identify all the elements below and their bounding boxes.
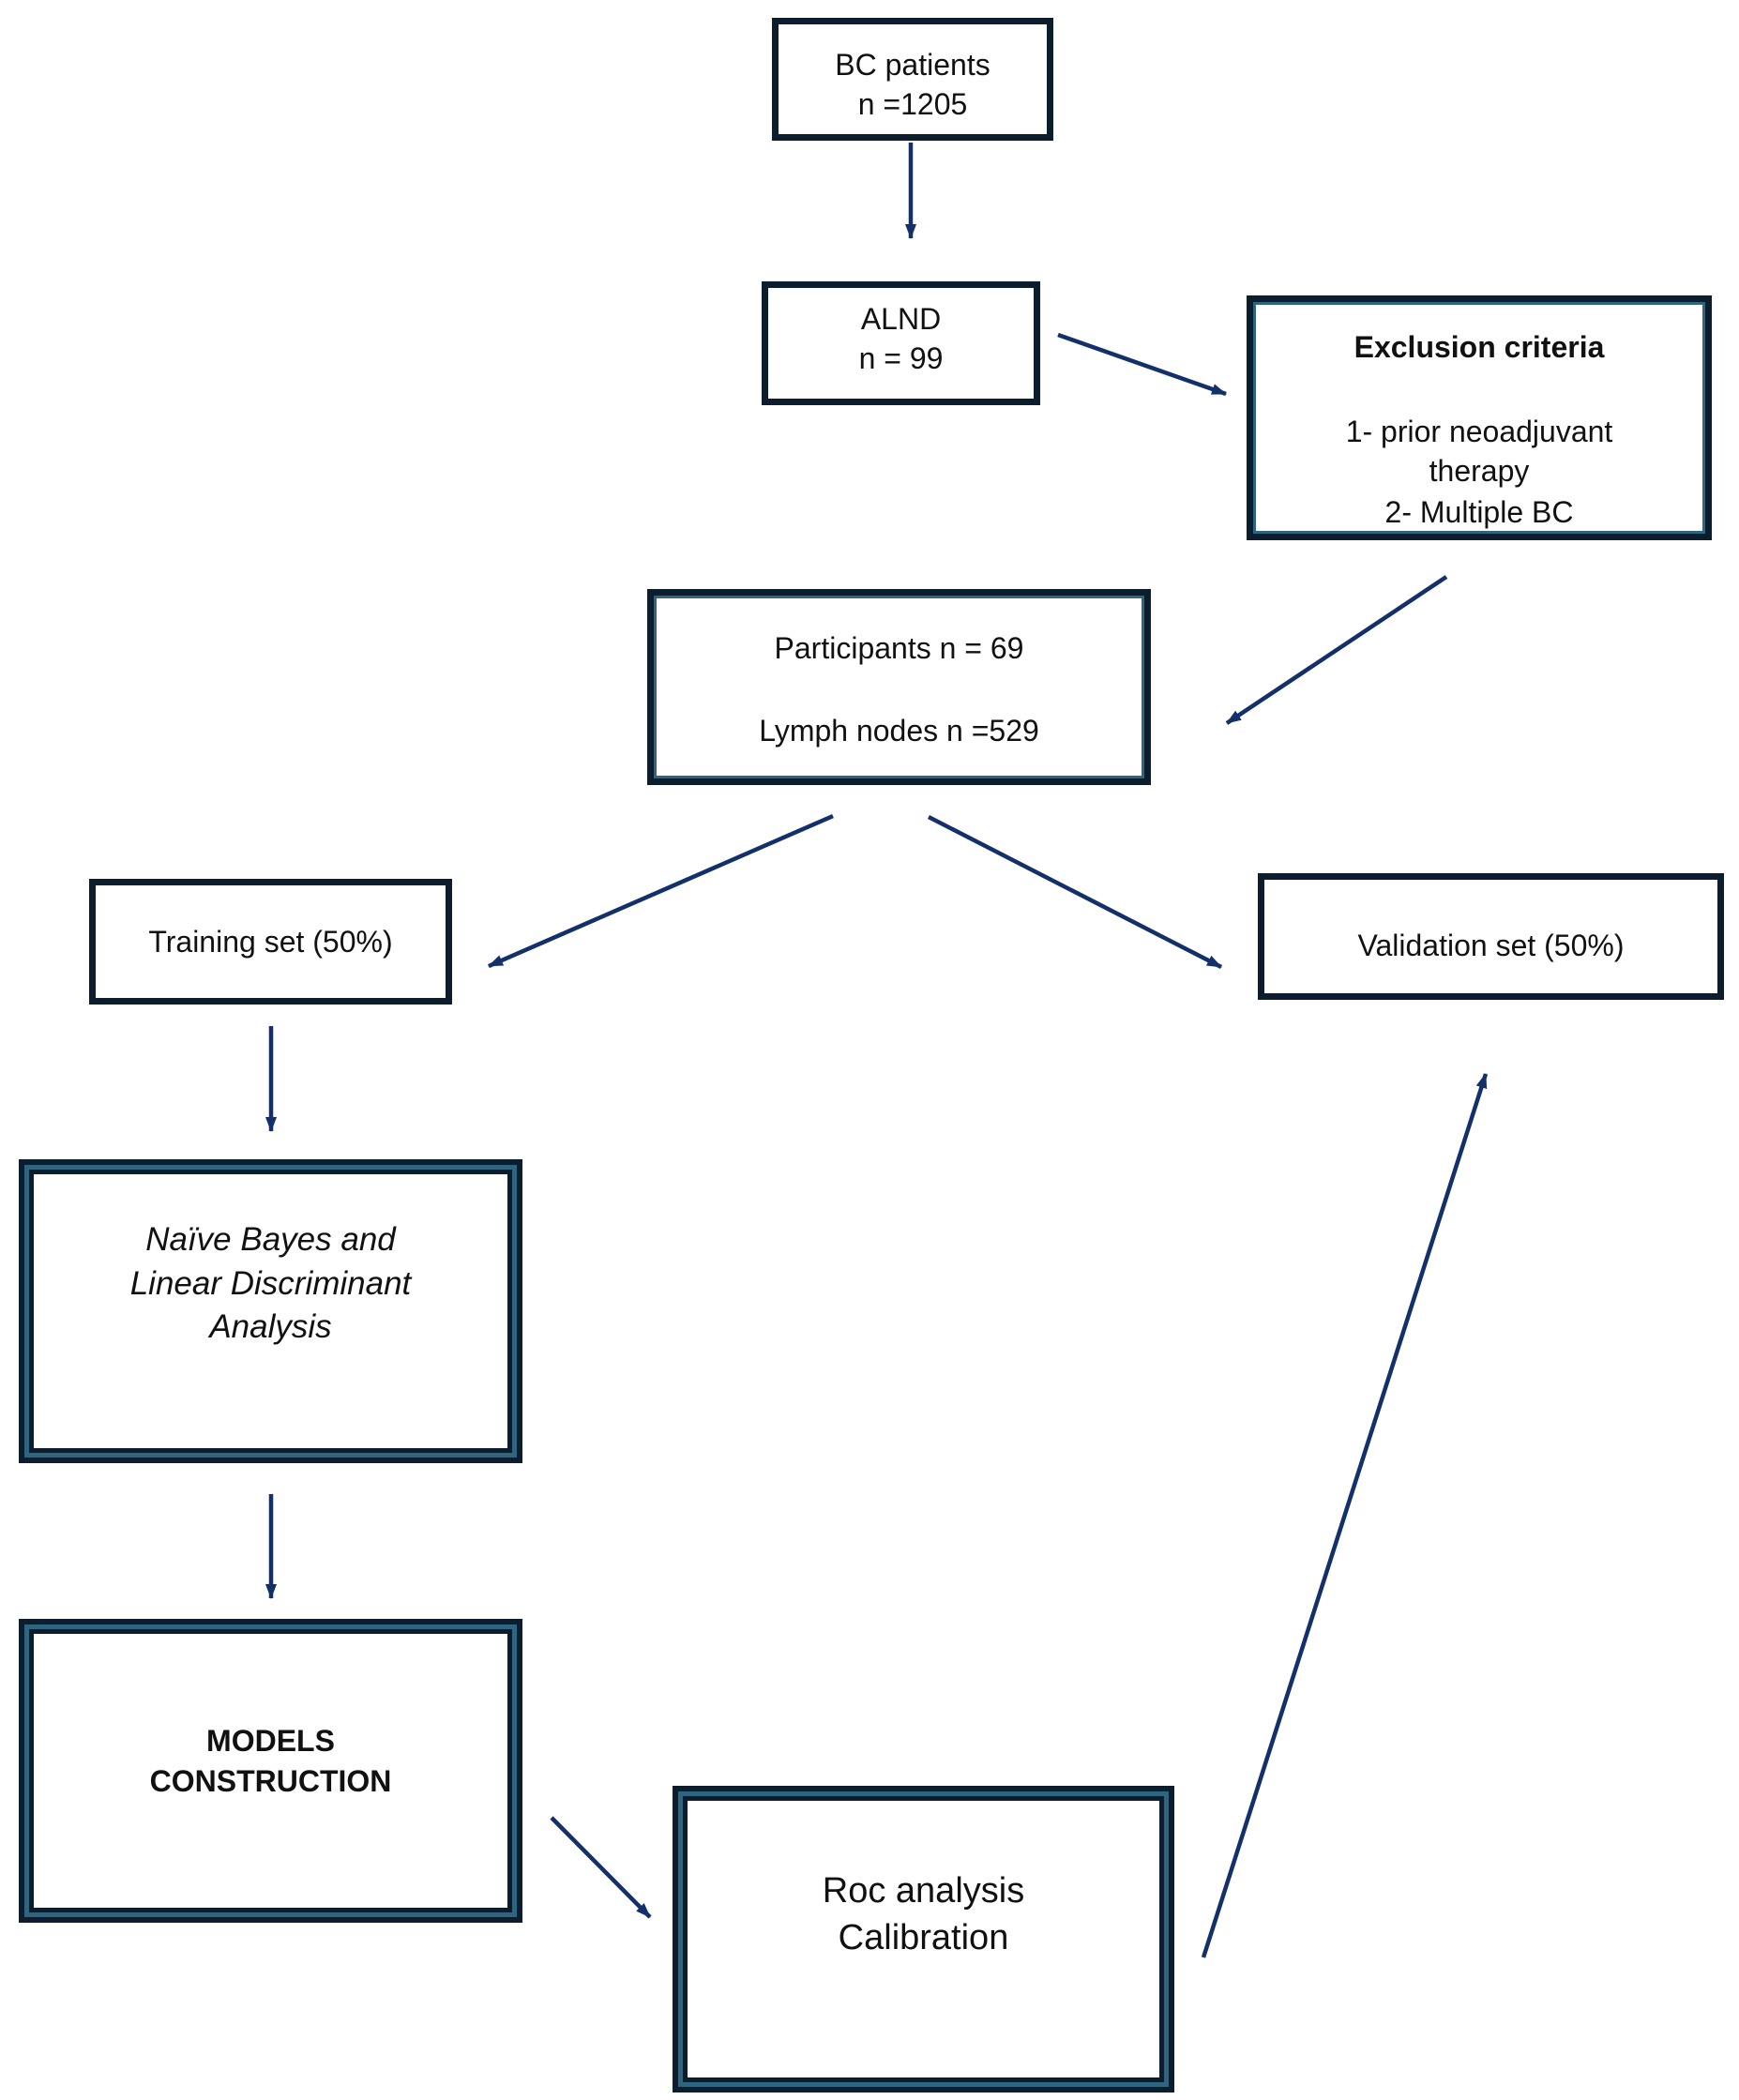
exclusion-item-1a: 1- prior neoadjuvant	[1345, 415, 1613, 448]
arrow-exclusion-to-participants	[1225, 575, 1448, 725]
bc-patients-box: BC patients n =1205	[772, 18, 1053, 141]
roc-analysis-label: Roc analysis	[822, 1871, 1025, 1911]
participants-box: Participants n = 69 Lymph nodes n =529	[647, 589, 1151, 785]
models-construction-line-1: MODELS	[206, 1724, 335, 1758]
lymph-nodes-count: Lymph nodes n =529	[759, 714, 1039, 748]
roc-calibration-box: Roc analysis Calibration	[673, 1786, 1174, 2092]
exclusion-criteria-box: Exclusion criteria 1- prior neoadjuvant …	[1247, 295, 1712, 540]
exclusion-criteria-title: Exclusion criteria	[1353, 330, 1605, 364]
methods-line-1: Naïve Bayes and	[145, 1221, 396, 1258]
methods-line-3: Analysis	[209, 1308, 332, 1345]
models-construction-line-2: CONSTRUCTION	[149, 1764, 392, 1798]
training-set-box: Training set (50%)	[89, 879, 452, 1005]
arrow-participants-to-training	[488, 813, 834, 969]
alnd-label: ALND	[860, 302, 942, 336]
participants-count: Participants n = 69	[774, 631, 1024, 665]
methods-box: Naïve Bayes and Linear Discriminant Anal…	[19, 1159, 522, 1463]
arrow-roc-to-validation	[1201, 1073, 1489, 1958]
alnd-box: ALND n = 99	[762, 281, 1040, 405]
bc-patients-label: BC patients	[835, 48, 990, 82]
methods-line-2: Linear Discriminant	[129, 1265, 412, 1302]
arrow-participants-to-validation	[927, 814, 1223, 970]
bc-patients-count: n =1205	[857, 87, 968, 121]
exclusion-item-2: 2- Multiple BC	[1384, 495, 1574, 529]
exclusion-item-1b: therapy	[1429, 454, 1530, 488]
arrow-alnd-to-exclusion	[1057, 332, 1227, 397]
training-set-label: Training set (50%)	[148, 925, 393, 959]
alnd-count: n = 99	[858, 341, 944, 375]
calibration-label: Calibration	[838, 1918, 1009, 1957]
models-construction-box: MODELS CONSTRUCTION	[19, 1619, 522, 1923]
arrow-models-to-roc	[550, 1816, 652, 1919]
validation-set-label: Validation set (50%)	[1357, 929, 1625, 962]
validation-set-box: Validation set (50%)	[1258, 873, 1724, 1000]
